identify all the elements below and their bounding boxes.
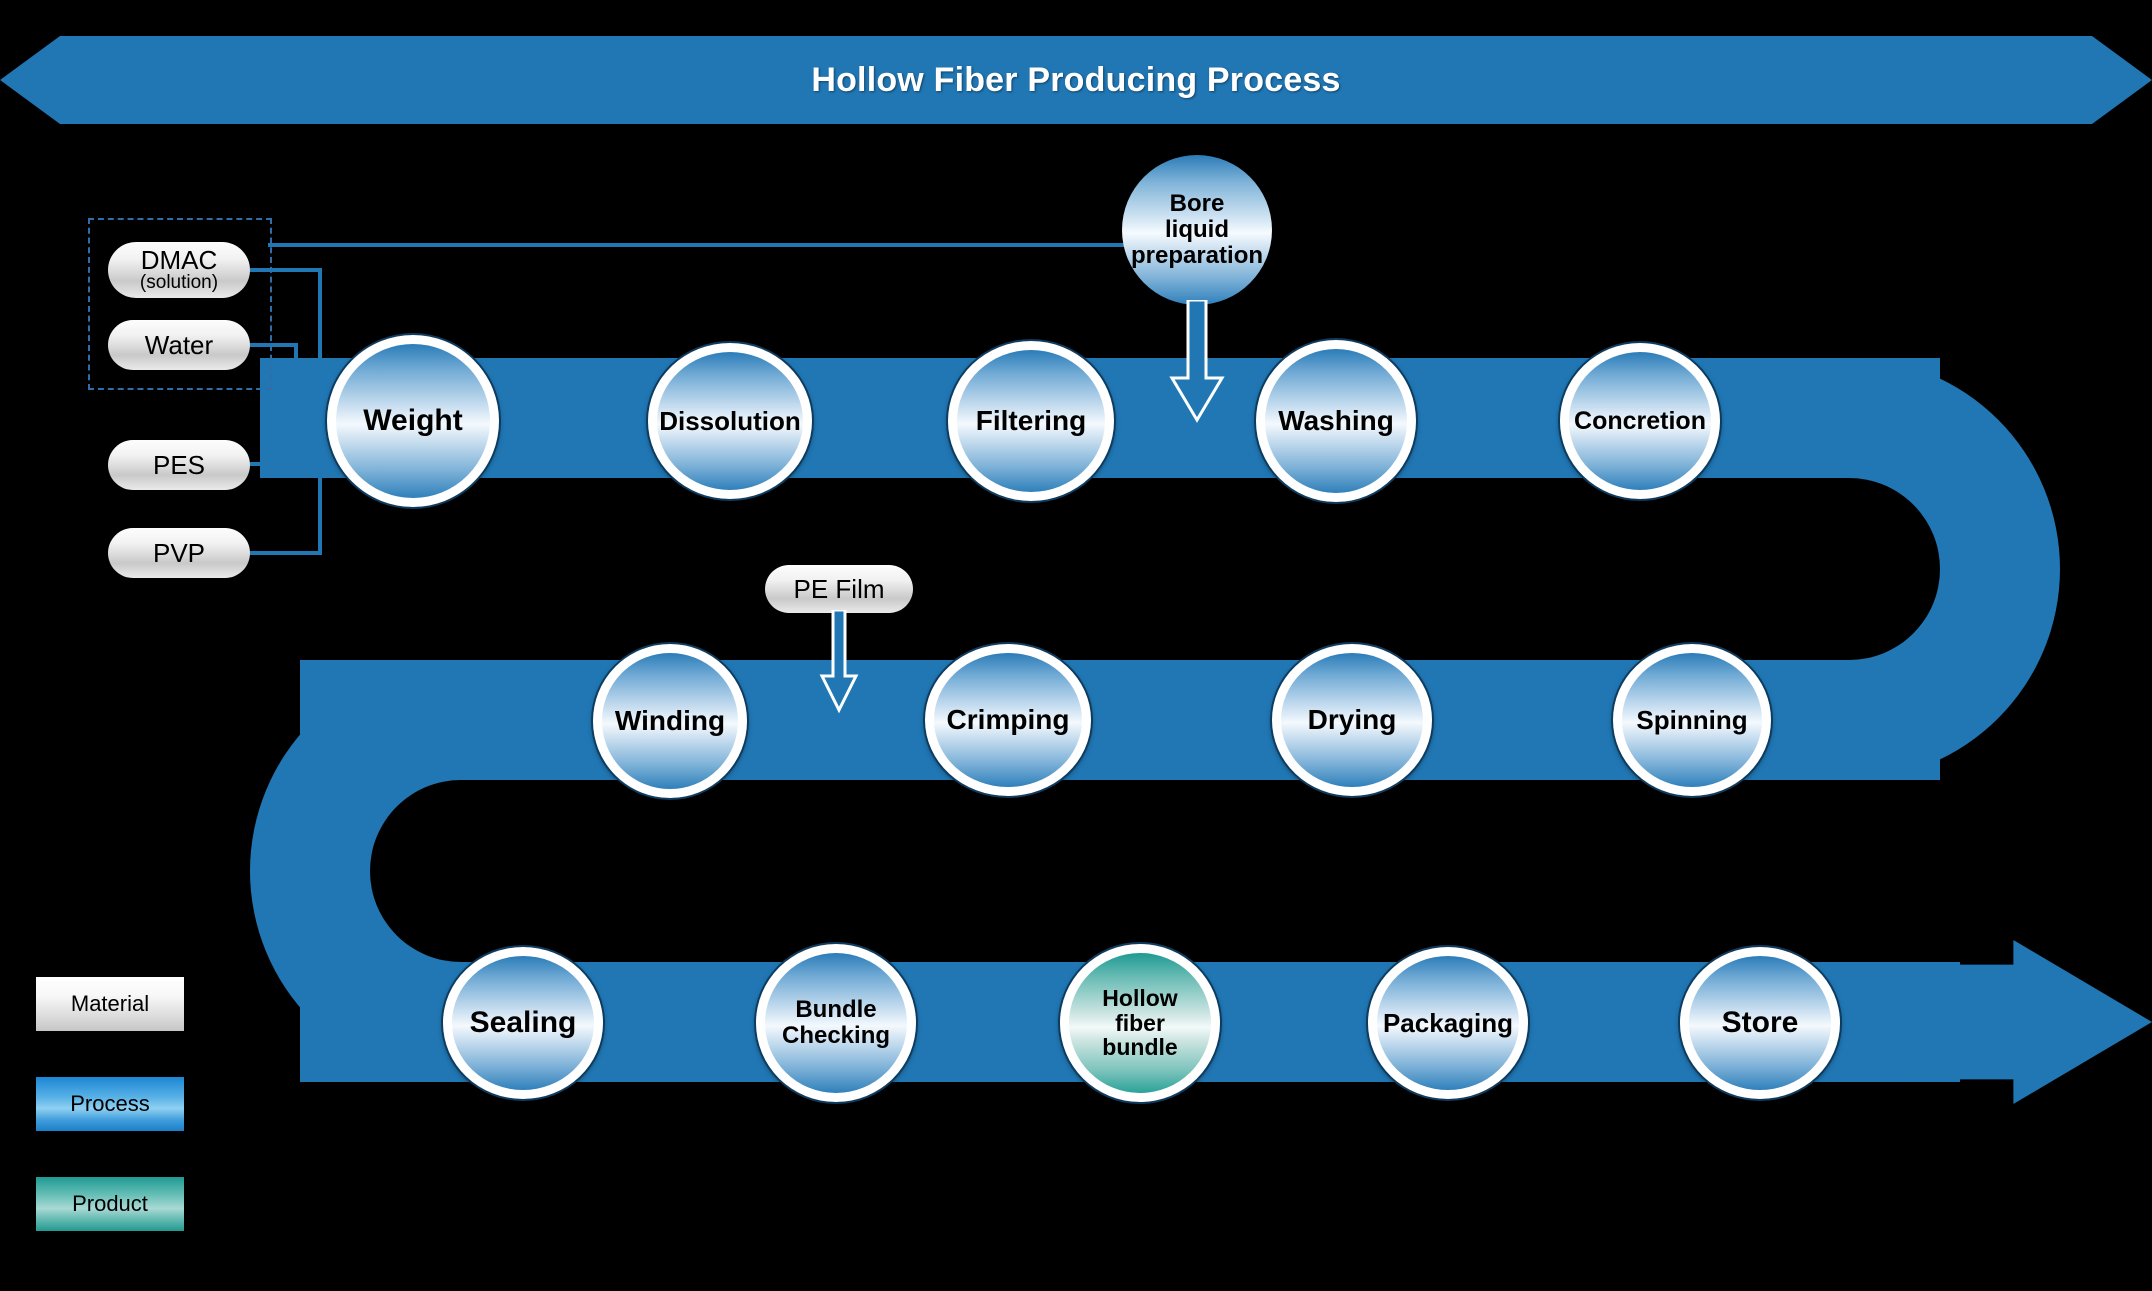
node-crimping[interactable]: Crimping [925, 644, 1091, 796]
node-concretion[interactable]: Concretion [1560, 343, 1720, 499]
node-weight-label: Weight [363, 403, 463, 437]
node-winding-label: Winding [614, 704, 726, 736]
legend-item-process: Process [36, 1077, 184, 1131]
page-title: Hollow Fiber Producing Process [811, 60, 1341, 99]
legend-item-product-label: Product [72, 1191, 148, 1216]
material-pill-dmac-sublabel: (solution) [139, 272, 219, 294]
node-dissolution-label: Dissolution [659, 405, 801, 436]
node-filtering[interactable]: Filtering [948, 341, 1114, 501]
material-pill-water[interactable]: Water [108, 320, 250, 370]
material-pill-pvp-label: PVP [152, 538, 206, 568]
node-packaging-label: Packaging [1382, 1007, 1514, 1038]
node-packaging[interactable]: Packaging [1368, 947, 1528, 1099]
connector-water-seg2 [294, 343, 298, 420]
material-pill-dmac[interactable]: DMAC (solution) [108, 242, 250, 298]
node-sealing[interactable]: Sealing [443, 947, 603, 1099]
solvent-group-dashed-box [88, 218, 272, 390]
legend-item-material: Material [36, 977, 184, 1031]
connector-dmac-seg2 [318, 268, 322, 403]
arrow-bore-liquid-to-belt-icon [1169, 300, 1225, 423]
node-hollow-fiber-bundle-label: Hollow fiber bundle [1102, 984, 1178, 1061]
node-sealing-label: Sealing [469, 1005, 577, 1039]
node-concretion-label: Concretion [1574, 406, 1706, 435]
node-filtering-label: Filtering [975, 404, 1087, 436]
node-dissolution[interactable]: Dissolution [648, 343, 812, 499]
legend-item-process-label: Process [70, 1091, 150, 1116]
connector-pes-seg2 [296, 437, 300, 466]
material-pill-pe-film-label: PE Film [793, 574, 885, 604]
material-pill-pvp[interactable]: PVP [108, 528, 250, 578]
legend-item-material-label: Material [70, 991, 150, 1016]
material-pill-water-label: Water [144, 330, 214, 360]
connector-pes-seg1 [250, 462, 300, 466]
node-drying-label: Drying [1307, 703, 1397, 735]
material-pill-pe-film[interactable]: PE Film [765, 565, 913, 613]
material-pill-pes-label: PES [152, 450, 206, 480]
node-washing[interactable]: Washing [1256, 340, 1416, 502]
node-hollow-fiber-bundle[interactable]: Hollow fiber bundle [1060, 944, 1220, 1102]
page-title-banner: Hollow Fiber Producing Process [0, 36, 2152, 124]
node-weight[interactable]: Weight [327, 335, 499, 507]
node-crimping-label: Crimping [946, 703, 1070, 735]
connector-pvp-seg1 [250, 551, 322, 555]
conveyor-belt-uturn-right [1820, 358, 2060, 780]
material-pill-dmac-label: DMAC [140, 245, 218, 276]
legend-item-product: Product [36, 1177, 184, 1231]
node-bore-liquid-preparation-label: Bore liquid preparation [1130, 190, 1264, 269]
node-store[interactable]: Store [1680, 947, 1840, 1099]
connector-dmac-to-bore [268, 243, 1148, 247]
node-winding[interactable]: Winding [593, 644, 747, 798]
node-washing-label: Washing [1278, 404, 1394, 436]
connector-water-seg1 [250, 343, 298, 347]
arrow-pe-film-to-belt-icon [819, 610, 859, 714]
node-drying[interactable]: Drying [1272, 644, 1432, 796]
node-spinning[interactable]: Spinning [1613, 644, 1771, 796]
node-bundle-checking-label: Bundle Checking [781, 996, 891, 1049]
material-pill-pes[interactable]: PES [108, 440, 250, 490]
node-store-label: Store [1721, 1005, 1799, 1039]
node-spinning-label: Spinning [1636, 704, 1748, 735]
connector-dmac-seg1 [250, 268, 322, 272]
connector-pvp-seg2 [318, 470, 322, 555]
node-bore-liquid-preparation[interactable]: Bore liquid preparation [1122, 155, 1272, 305]
node-bundle-checking[interactable]: Bundle Checking [756, 944, 916, 1102]
